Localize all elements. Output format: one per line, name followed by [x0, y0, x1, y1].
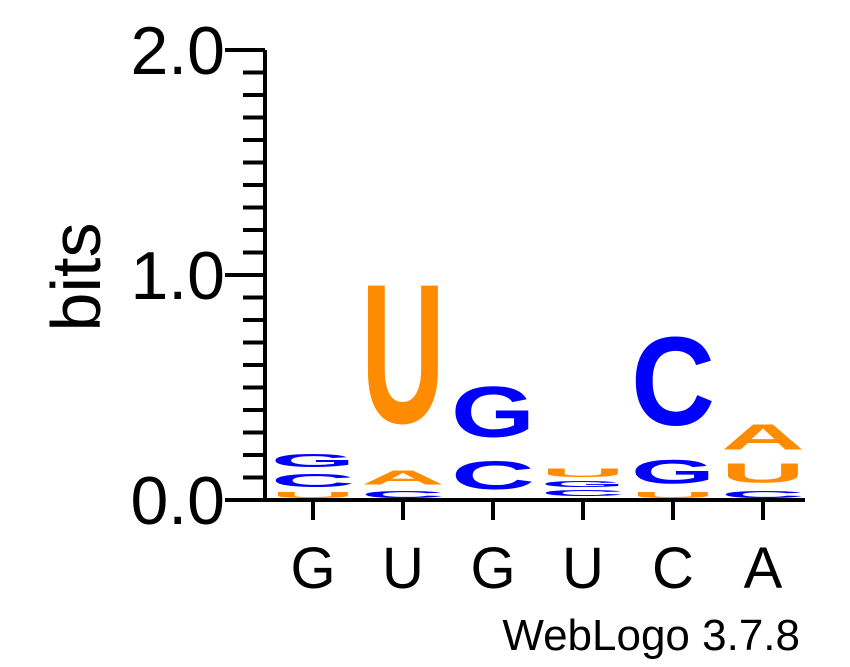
stack-position-3: UCG	[451, 372, 535, 500]
letter-stacks: UCGCAUUCGACGUUGCCUA	[271, 243, 805, 500]
x-tick-label: A	[744, 536, 783, 601]
logo-letter-u: U	[631, 491, 715, 500]
y-tick-label: 2.0	[130, 13, 225, 89]
y-axis: 0.0 1.0 2.0	[130, 13, 267, 539]
logo-letter-u: U	[271, 491, 355, 500]
y-tick-label: 0.0	[130, 463, 225, 539]
stack-position-1: UCG	[271, 451, 355, 500]
logo-letter-c: C	[631, 310, 715, 452]
logo-letter-a: A	[361, 466, 445, 489]
logo-letter-c: C	[271, 471, 355, 491]
stack-position-5: UGC	[631, 310, 715, 500]
logo-letter-u: U	[541, 466, 625, 480]
logo-letter-u: U	[721, 457, 805, 489]
weblogo-credit: WebLogo 3.7.8	[502, 611, 800, 660]
logo-letter-g: G	[541, 480, 625, 489]
logo-letter-c: C	[361, 489, 445, 500]
y-tick-label: 1.0	[130, 238, 225, 314]
x-tick-label: G	[290, 536, 335, 601]
x-tick-label: G	[470, 536, 515, 601]
logo-letter-g: G	[631, 453, 715, 491]
x-tick-label: C	[652, 536, 694, 601]
x-tick-label: U	[562, 536, 604, 601]
stack-position-6: CUA	[721, 417, 805, 500]
logo-letter-g: G	[451, 372, 535, 452]
logo-letter-c: C	[451, 453, 535, 498]
logo-letter-c: C	[541, 489, 625, 498]
x-tick-label: U	[382, 536, 424, 601]
logo-letter-g: G	[271, 451, 355, 471]
logo-letter-u: U	[361, 243, 445, 465]
logo-letter-a: A	[721, 417, 805, 457]
y-axis-label: bits	[37, 223, 115, 332]
logo-letter-c: C	[721, 489, 805, 500]
stack-position-2: CAU	[361, 243, 445, 500]
stack-position-4: ACGU	[541, 466, 625, 500]
